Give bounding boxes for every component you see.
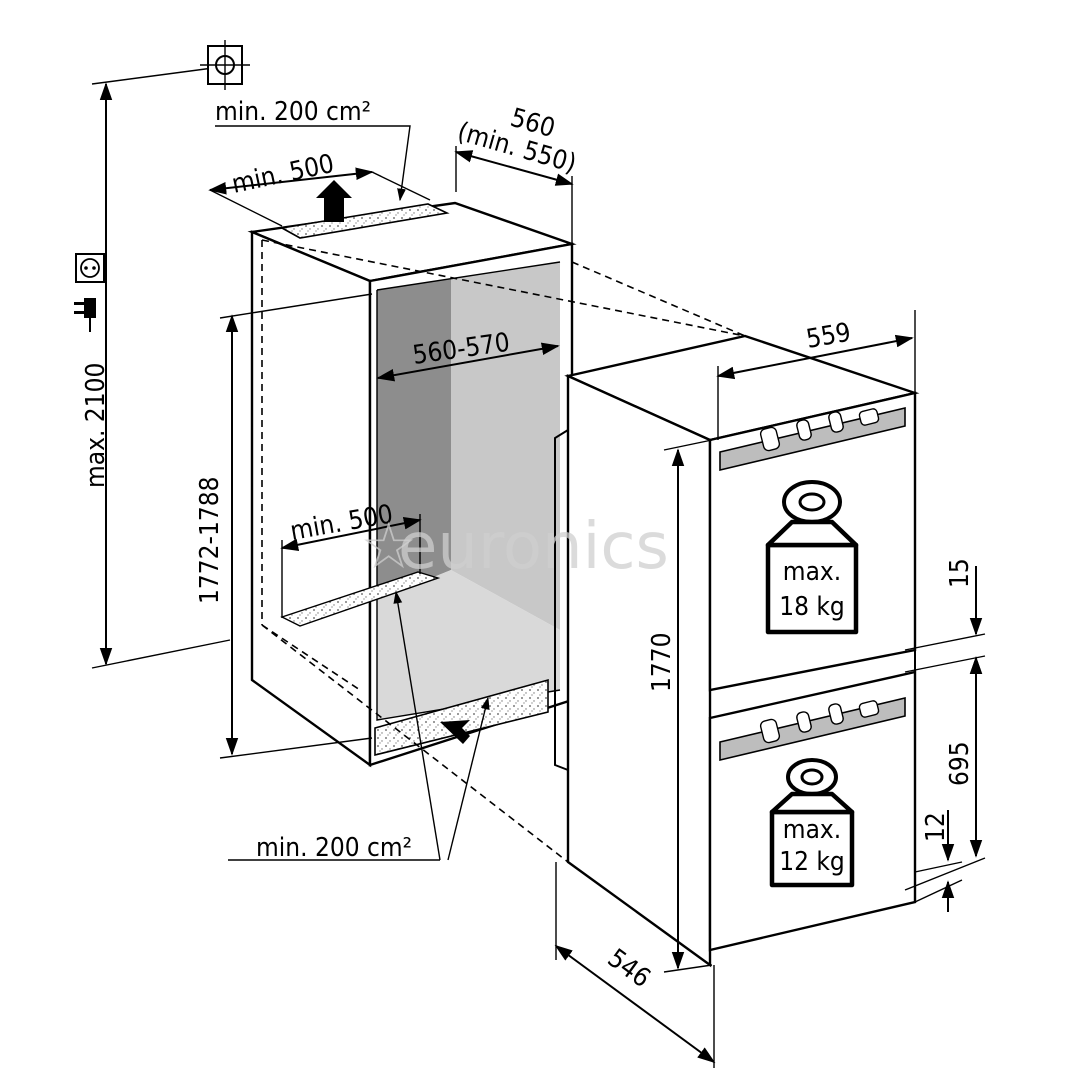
upper-door-fitting xyxy=(719,406,906,472)
weight-icon xyxy=(765,480,859,635)
lower-door-label: 695 xyxy=(945,741,975,786)
dimension-niche-height: 1772-1788 xyxy=(195,293,373,759)
alignment-lines xyxy=(261,239,746,863)
bottom-vent-area-label: min. 200 cm² xyxy=(256,833,412,863)
niche-height-label: 1772-1788 xyxy=(195,477,225,604)
appliance: max. 18 kg max. 12 kg xyxy=(554,334,920,968)
water-connection-icon xyxy=(200,40,250,90)
top-vent-slot xyxy=(279,203,450,239)
upper-weight-line2: 18 kg xyxy=(779,592,845,622)
air-outlet-arrow xyxy=(316,180,352,222)
watermark-star-icon: ☆ xyxy=(360,510,417,584)
dimension-appliance-depth: 546 xyxy=(554,862,716,1068)
lower-weight-line2: 12 kg xyxy=(779,847,845,877)
power-plug-icon xyxy=(74,298,96,332)
appliance-side xyxy=(566,374,712,968)
lower-weight-line1: max. xyxy=(783,815,841,845)
appliance-width-label: 559 xyxy=(804,318,853,355)
top-vent-width-label: min. 500 xyxy=(229,149,337,200)
floor-vent-slot xyxy=(280,571,441,627)
door-gap-label: 15 xyxy=(945,558,975,588)
watermark-text: euronics xyxy=(398,510,669,584)
dimension-door-right: 15 695 12 xyxy=(904,558,986,912)
weight-icon xyxy=(769,758,855,888)
appliance-height-label: 1770 xyxy=(647,632,677,692)
dimension-top-vent-area: min. 200 cm² xyxy=(215,97,411,202)
plinth-vent xyxy=(374,678,549,757)
top-vent-area-label: min. 200 cm² xyxy=(215,97,371,127)
niche-cabinet xyxy=(247,180,577,768)
niche-interior-floor xyxy=(377,570,560,720)
bottom-gap-label: 12 xyxy=(921,812,951,842)
dimension-bottom-vent-area: min. 200 cm² xyxy=(228,590,490,863)
dimension-appliance-width: 559 xyxy=(716,310,916,440)
watermark: ☆ euronics xyxy=(360,510,669,584)
dimension-max-height: max. 2100 xyxy=(81,65,231,669)
lower-door-fitting xyxy=(719,696,906,762)
air-inlet-arrow xyxy=(440,720,492,758)
upper-weight-line1: max. xyxy=(783,557,841,587)
power-socket-icon xyxy=(75,253,105,283)
max-height-label: max. 2100 xyxy=(81,363,111,488)
